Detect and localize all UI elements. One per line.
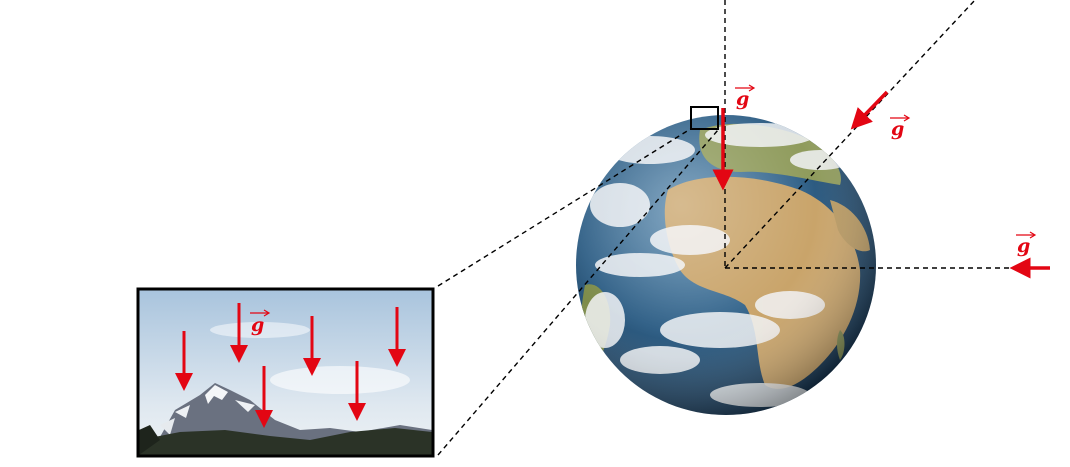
top-g-text: g [736, 88, 749, 110]
diagonal-g-text: g [891, 118, 904, 140]
diagonal-axis-line [724, 0, 976, 269]
zoom-line-top [437, 127, 693, 287]
inset-frame [136, 287, 435, 458]
earth-globe-icon [576, 115, 876, 415]
mountain-photo: g [136, 287, 435, 458]
construction-lines [437, 0, 1048, 456]
foreground-hills [139, 428, 432, 455]
top-g-label: g [735, 84, 756, 110]
diagonal-g-label: g [890, 114, 911, 140]
zoom-region-box [690, 106, 719, 130]
diagonal-gravity-arrow [850, 90, 889, 130]
globe-gravity-arrows [712, 90, 1050, 279]
inset-gravity-arrows [175, 303, 406, 428]
right-g-label: g [1016, 231, 1037, 257]
right-g-text: g [1017, 235, 1030, 257]
inset-g-text: g [251, 314, 264, 336]
inset-g-label: g [250, 309, 271, 336]
